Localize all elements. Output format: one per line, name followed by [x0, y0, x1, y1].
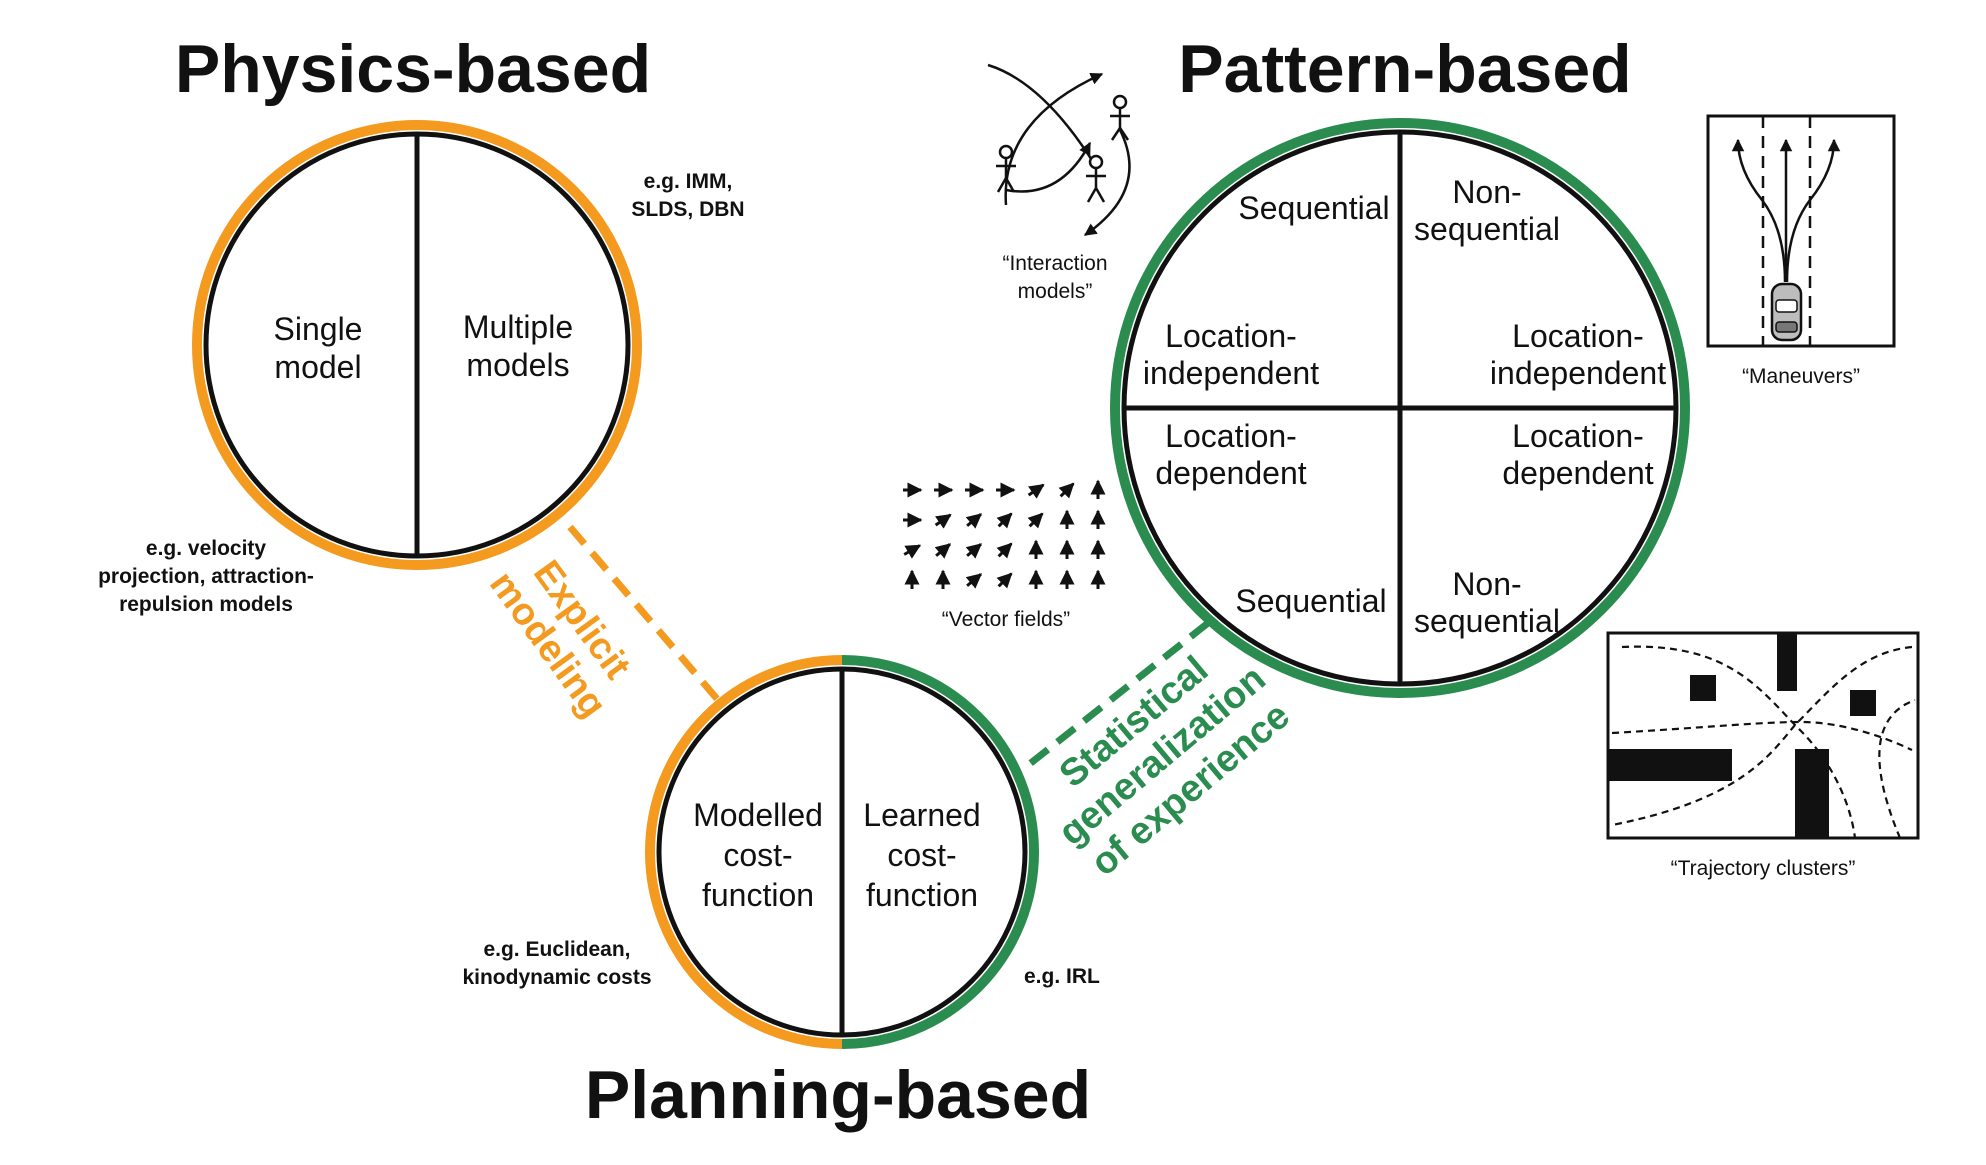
vector-field-arrow	[1027, 483, 1045, 499]
interaction-caption-line2: models”	[1018, 280, 1093, 303]
pattern-q2-line1: Non-	[1452, 174, 1521, 210]
vector-field-arrow	[965, 573, 983, 589]
planning-learned-line2: cost-	[887, 837, 956, 873]
physics-note-bottom-line1: e.g. velocity	[146, 537, 267, 560]
physics-note-top-line2: SLDS, DBN	[631, 198, 744, 221]
pattern-q4-line2: independent	[1490, 355, 1666, 391]
pedestrian-icon	[1086, 154, 1106, 203]
pattern-q8-line1: Non-	[1452, 566, 1521, 602]
vector-field-arrow	[1027, 512, 1044, 529]
pattern-q4-line1: Location-	[1512, 318, 1644, 354]
planning-modelled-line3: function	[702, 877, 814, 913]
vector-field-arrow	[934, 513, 952, 529]
pattern-q5-line2: dependent	[1155, 455, 1306, 491]
pattern-q7: Sequential	[1235, 583, 1386, 619]
pattern-q6-line2: dependent	[1502, 455, 1653, 491]
planning-modelled-line1: Modelled	[693, 797, 823, 833]
vector-field-arrow	[934, 543, 952, 559]
vector-field-arrow	[1058, 482, 1075, 499]
statistical-label: Statistical generalization of experience	[1051, 648, 1298, 884]
planning-note-right: e.g. IRL	[1024, 965, 1100, 988]
pedestrian-icon	[1110, 94, 1130, 141]
pattern-q2-line2: sequential	[1414, 211, 1560, 247]
planning-note-left-line2: kinodynamic costs	[462, 966, 651, 989]
explicit-label: Explicit modeling	[481, 553, 639, 725]
vector-field-arrow	[996, 572, 1013, 589]
physics-note-bottom-line3: repulsion models	[119, 593, 293, 616]
physics-single-line1: Single	[274, 311, 363, 347]
pattern-q6-line1: Location-	[1512, 418, 1644, 454]
explicit-link	[567, 524, 721, 703]
statistical-link	[1024, 620, 1211, 769]
vector-fields-caption: “Vector fields”	[942, 608, 1070, 631]
pattern-q5-line1: Location-	[1165, 418, 1297, 454]
trajectory-clusters-caption: “Trajectory clusters”	[1671, 857, 1856, 880]
planning-title: Planning-based	[585, 1057, 1091, 1133]
physics-title: Physics-based	[175, 31, 651, 107]
physics-multiple-line1: Multiple	[463, 309, 573, 345]
physics-single-line2: model	[274, 349, 361, 385]
pattern-q1: Sequential	[1238, 190, 1389, 226]
planning-learned-line3: function	[866, 877, 978, 913]
vector-field-arrow	[996, 512, 1013, 529]
trajectory-clusters-illustration	[1606, 631, 1920, 840]
planning-circle	[645, 655, 1039, 1049]
planning-modelled-line2: cost-	[723, 837, 792, 873]
interaction-illustration	[987, 63, 1131, 237]
pattern-q8-line2: sequential	[1414, 603, 1560, 639]
pattern-circle	[1110, 118, 1690, 698]
physics-note-top-line1: e.g. IMM,	[644, 170, 733, 193]
vector-field-arrow	[996, 542, 1013, 559]
vector-field-arrow	[903, 544, 922, 559]
maneuvers-caption: “Maneuvers”	[1742, 365, 1860, 388]
vector-field-arrow	[965, 543, 983, 559]
car-icon	[1770, 282, 1803, 342]
maneuvers-illustration	[1706, 114, 1896, 348]
pedestrian-icon	[996, 144, 1016, 193]
physics-multiple-line2: models	[466, 347, 569, 383]
planning-note-left-line1: e.g. Euclidean,	[483, 938, 630, 961]
interaction-caption-line1: “Interaction	[1002, 252, 1107, 275]
physics-note-bottom-line2: projection, attraction-	[98, 565, 314, 588]
vector-field-arrow	[965, 513, 983, 529]
pattern-title: Pattern-based	[1178, 31, 1631, 107]
pattern-q3-line1: Location-	[1165, 318, 1297, 354]
planning-learned-line1: Learned	[863, 797, 980, 833]
vector-field	[903, 479, 1106, 589]
pattern-q3-line2: independent	[1143, 355, 1319, 391]
physics-circle	[192, 120, 642, 570]
